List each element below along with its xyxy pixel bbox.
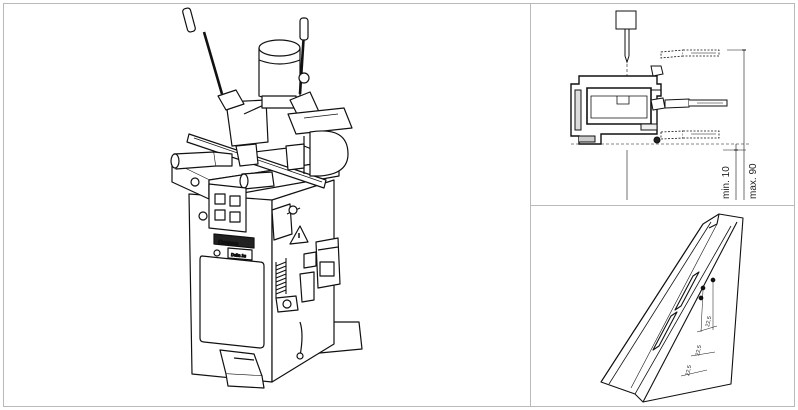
valve-block (271, 203, 293, 241)
router-column (225, 99, 269, 147)
motor-cap (258, 39, 301, 57)
plate-label: Delta 1u (231, 252, 246, 258)
cabinet-door (199, 255, 265, 349)
dim-max-label: max. 90 (748, 163, 759, 199)
dim-label-b: 22,5 (695, 345, 703, 357)
control-panel (208, 183, 247, 233)
dim-label-c: 22,5 (685, 365, 693, 377)
cutter-shank (624, 29, 630, 56)
drill-pin-top (660, 49, 720, 59)
hole-1 (700, 285, 706, 291)
drill-pin-middle (664, 98, 728, 109)
filter-bowl (319, 261, 335, 277)
slot-upper (674, 271, 700, 311)
rating-plate (227, 247, 253, 261)
switch-b (229, 195, 241, 207)
lever-right (298, 31, 306, 95)
valve-knob (288, 205, 298, 215)
switch-d (229, 211, 241, 223)
brand-badge (213, 233, 255, 249)
profile-drawing: min. 10 max. 90 (570, 10, 759, 200)
lever-right-knob (298, 72, 310, 84)
spindle-cover (309, 130, 349, 177)
brand-label: Comac (218, 240, 239, 248)
dim-label-a: 22,5 (705, 316, 713, 328)
drill-pin-bottom (660, 130, 720, 140)
cutter-holder (615, 10, 637, 30)
profile-section-panel: min. 10 max. 90 (530, 3, 795, 206)
switch-a (214, 193, 226, 205)
spring-coil (275, 258, 287, 298)
pressure-gauge-block (299, 271, 315, 303)
seal-bottom (653, 136, 661, 144)
indicator-light (213, 249, 221, 257)
machine-illustration-panel: Comac Delta 1u (3, 3, 531, 407)
extrusion-body (600, 213, 744, 403)
hole-3 (710, 277, 716, 283)
pedal-hose (299, 321, 303, 357)
lever-left (202, 31, 224, 95)
clamp-left-knob (190, 177, 200, 187)
clamp-left (173, 151, 217, 170)
slot-lower (652, 311, 678, 351)
lever-left-grip (182, 7, 196, 33)
hole-2 (698, 295, 704, 301)
extrusion-drawing: 22,5 22,5 22,5 (600, 213, 744, 403)
lever-right-grip (299, 17, 309, 41)
emergency-stop-icon (198, 211, 208, 221)
machine-drawing: Comac Delta 1u (170, 7, 363, 389)
switch-c (214, 209, 226, 221)
dim-min-label: min. 10 (721, 166, 732, 199)
extrusion-panel: 22,5 22,5 22,5 (530, 205, 795, 407)
clamp-left-cap (170, 153, 180, 169)
